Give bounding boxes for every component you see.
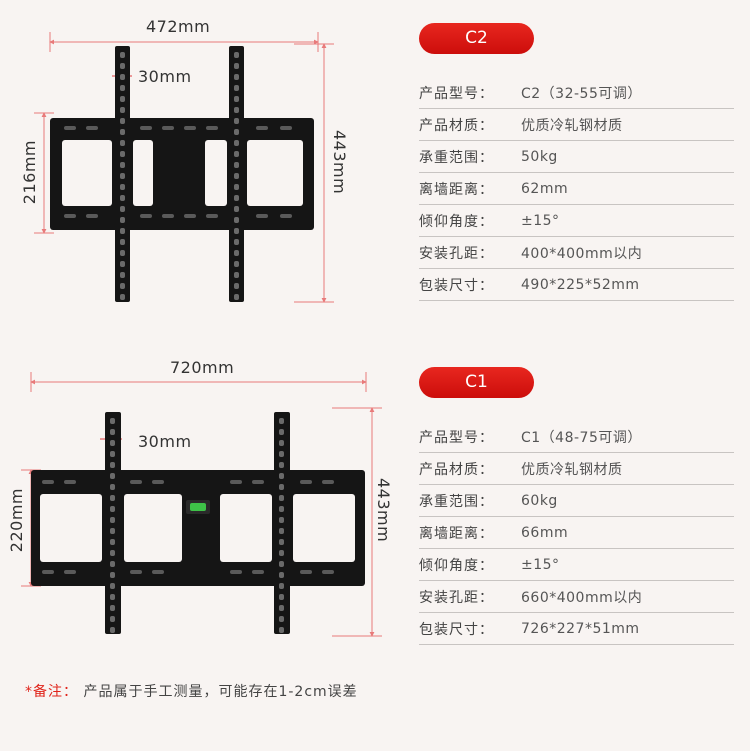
spec-label: 产品型号： xyxy=(419,85,494,102)
spec-row: 离墙距离： 66mm xyxy=(419,517,734,549)
c1-arm-holes xyxy=(110,418,284,633)
spec-label: 倾仰角度： xyxy=(419,213,494,230)
spec-value: 66mm xyxy=(521,524,569,541)
spec-row: 倾仰角度： ±15° xyxy=(419,549,734,581)
spec-table-c2: 产品型号： C2（32-55可调） 产品材质： 优质冷轧钢材质承重范围： 50kg 离墙距… xyxy=(419,77,734,301)
c2-arm-width-label: 30mm xyxy=(138,67,192,86)
c2-arm-holes xyxy=(120,52,239,300)
spec-label: 承重范围： xyxy=(419,149,494,166)
c1-rail-slots xyxy=(42,480,334,574)
spec-label: 承重范围： xyxy=(419,493,494,510)
spec-row: 承重范围： 60kg xyxy=(419,485,734,517)
c1-bracket-height-label: 220mm xyxy=(7,488,26,553)
spec-label: 倾仰角度： xyxy=(419,557,494,574)
spec-row: 产品型号： C1（48-75可调） xyxy=(419,421,734,453)
spec-row: 安装孔距： 400*400mm以内 xyxy=(419,237,734,269)
footnote-marker: *备注： xyxy=(25,684,78,700)
spec-value: C2（32-55可调） xyxy=(521,85,642,102)
spec-label: 离墙距离： xyxy=(419,181,494,198)
spec-label: 离墙距离： xyxy=(419,525,494,542)
c2-width-label: 472mm xyxy=(146,17,211,36)
spec-label: 包装尺寸： xyxy=(419,621,494,638)
spec-row: 安装孔距： 660*400mm以内 xyxy=(419,581,734,613)
spec-label: 产品型号： xyxy=(419,429,494,446)
spec-table-c1: 产品型号： C1（48-75可调） 产品材质： 优质冷轧钢材质承重范围： 60kg 离墙距… xyxy=(419,421,734,645)
spec-row: 产品材质： 优质冷轧钢材质 xyxy=(419,109,734,141)
c2-bracket-height-label: 216mm xyxy=(20,140,39,205)
spec-value: 60kg xyxy=(521,492,558,509)
c2-dimension-lines xyxy=(34,32,334,303)
spec-label: 安装孔距： xyxy=(419,245,494,262)
model-badge-c1: C1 xyxy=(419,367,534,398)
spec-value: ±15° xyxy=(521,212,560,229)
c2-rail-slots xyxy=(64,126,292,218)
spec-value: ±15° xyxy=(521,556,560,573)
spec-value: 优质冷轧钢材质 xyxy=(521,461,623,478)
c2-total-height-label: 443mm xyxy=(330,130,349,195)
spec-row: 离墙距离： 62mm xyxy=(419,173,734,205)
c1-bracket-windows xyxy=(40,494,355,562)
spec-label: 包装尺寸： xyxy=(419,277,494,294)
spec-row: 包装尺寸： 490*225*52mm xyxy=(419,269,734,301)
spec-row: 承重范围： 50kg xyxy=(419,141,734,173)
spec-row: 包装尺寸： 726*227*51mm xyxy=(419,613,734,645)
spec-value: 优质冷轧钢材质 xyxy=(521,117,623,134)
spec-value: 50kg xyxy=(521,148,558,165)
footnote: *备注： 产品属于手工测量，可能存在1-2cm误差 xyxy=(25,681,358,701)
spec-value: 726*227*51mm xyxy=(521,620,640,637)
c2-bracket-windows xyxy=(62,140,303,206)
c1-width-label: 720mm xyxy=(170,358,235,377)
spec-row: 产品材质： 优质冷轧钢材质 xyxy=(419,453,734,485)
spec-label: 产品材质： xyxy=(419,461,494,478)
spec-value: 62mm xyxy=(521,180,569,197)
spec-value: 660*400mm以内 xyxy=(521,589,643,606)
level-indicator xyxy=(186,500,210,514)
spec-value: C1（48-75可调） xyxy=(521,429,642,446)
spec-value: 490*225*52mm xyxy=(521,276,640,293)
spec-label: 安装孔距： xyxy=(419,589,494,606)
spec-value: 400*400mm以内 xyxy=(521,245,643,262)
c1-arm-width-label: 30mm xyxy=(138,432,192,451)
spec-label: 产品材质： xyxy=(419,117,494,134)
spec-row: 倾仰角度： ±15° xyxy=(419,205,734,237)
spec-row: 产品型号： C2（32-55可调） xyxy=(419,77,734,109)
footnote-text: 产品属于手工测量，可能存在1-2cm误差 xyxy=(83,684,358,700)
model-badge-c2: C2 xyxy=(419,23,534,54)
c1-total-height-label: 443mm xyxy=(374,478,393,543)
